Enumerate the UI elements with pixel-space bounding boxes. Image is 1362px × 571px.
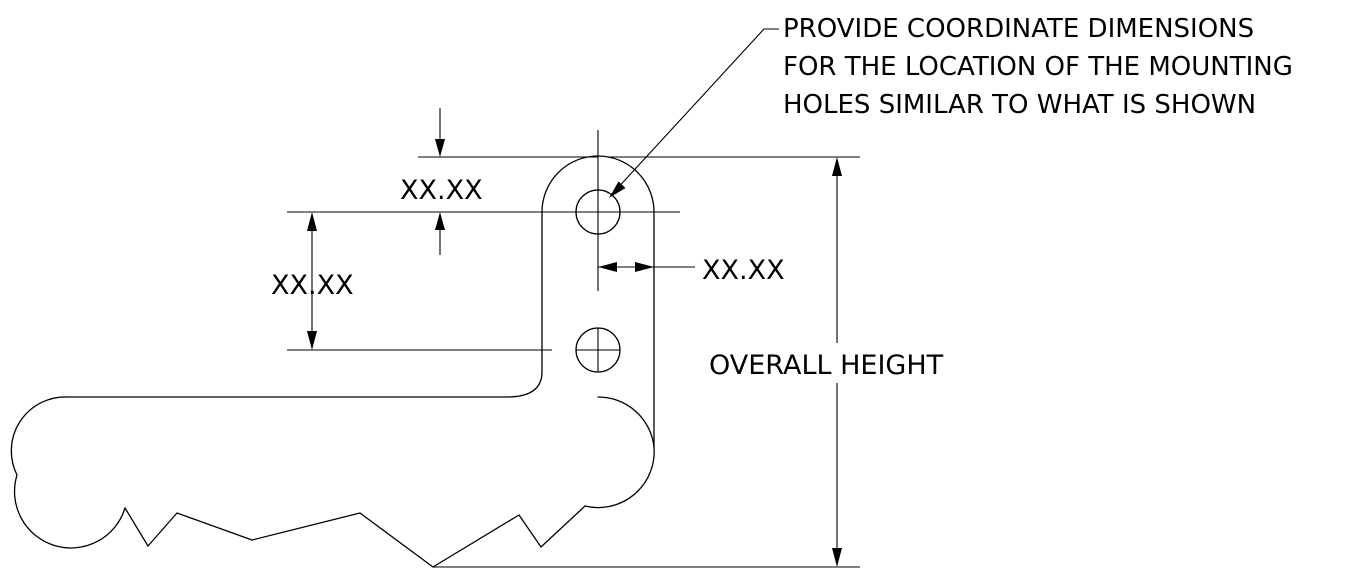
dim-label-top-to-hole: XX.XX [400,175,483,206]
tab-fillet [506,371,543,398]
overall-height-label-mask [702,343,972,383]
dim-hole-offset: XX.XX [598,255,785,286]
arrow-up-icon [435,212,445,230]
dim-label-overall-height: OVERALL HEIGHT [709,350,944,381]
break-line [124,505,586,568]
dim-label-hole-spacing: XX.XX [271,270,354,301]
dim-top-to-hole: XX.XX [287,108,598,255]
arrow-right-icon [635,262,654,272]
note-line-2: FOR THE LOCATION OF THE MOUNTING [783,52,1293,82]
dim-hole-spacing: XX.XX [271,212,552,351]
note-line-3: HOLES SIMILAR TO WHAT IS SHOWN [783,90,1256,120]
mounting-holes [516,130,680,373]
base-outline [10,396,508,549]
arrow-up-icon [307,212,317,231]
leader-note: PROVIDE COORDINATE DIMENSIONS FOR THE LO… [609,14,1293,198]
arrow-up-icon [832,157,842,176]
arrow-down-icon [435,139,445,157]
dim-overall-height: OVERALL HEIGHT [433,156,972,568]
note-line-1: PROVIDE COORDINATE DIMENSIONS [783,14,1254,44]
part-outline [10,155,655,568]
dim-label-hole-offset: XX.XX [702,255,785,286]
leader-arrow-icon [609,181,626,198]
leader-line [613,28,779,193]
arrow-down-icon [832,548,842,567]
base-right-end [584,396,655,509]
arrow-down-icon [307,331,317,350]
arrow-left-icon [598,262,617,272]
